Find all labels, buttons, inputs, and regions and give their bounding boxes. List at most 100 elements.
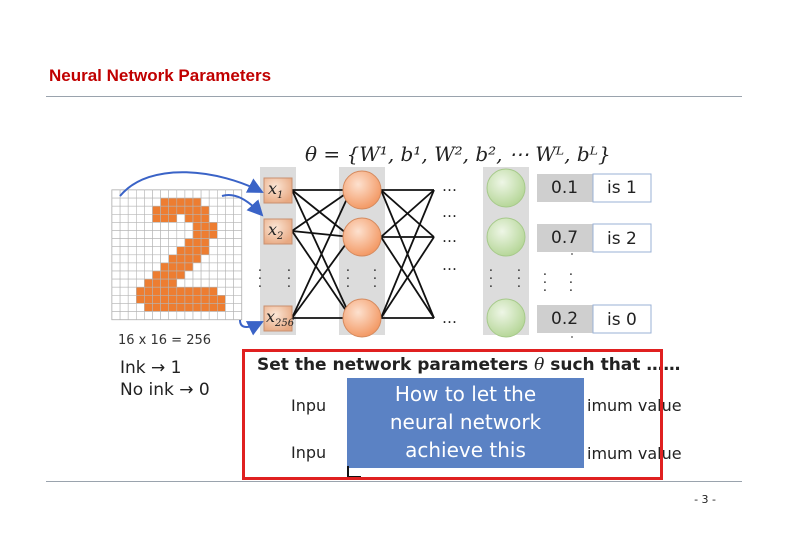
empty-pixel xyxy=(217,222,226,231)
ink-pixel xyxy=(176,254,186,264)
empty-pixel xyxy=(160,238,170,248)
output-neuron xyxy=(486,298,526,338)
no-ink-label: No ink → 0 xyxy=(120,380,210,400)
empty-pixel xyxy=(144,270,153,280)
empty-pixel xyxy=(217,262,226,272)
empty-pixel xyxy=(176,214,186,223)
empty-pixel xyxy=(127,189,137,199)
input-arrows xyxy=(119,171,264,336)
empty-pixel xyxy=(136,189,145,199)
ink-pixel xyxy=(192,294,202,304)
empty-pixel xyxy=(152,222,161,231)
digit-image xyxy=(111,189,243,321)
layer-ellipsis: … xyxy=(442,256,458,274)
ink-pixel xyxy=(200,294,210,304)
empty-pixel xyxy=(233,230,242,239)
ink-pixel xyxy=(168,197,178,207)
empty-pixel xyxy=(144,254,153,264)
empty-pixel xyxy=(200,254,210,264)
empty-pixel xyxy=(127,311,137,320)
vertical-ellipsis: ··· xyxy=(372,264,378,295)
empty-pixel xyxy=(111,262,121,272)
empty-pixel xyxy=(233,254,242,264)
empty-pixel xyxy=(119,286,129,296)
empty-pixel xyxy=(127,303,137,312)
input-label-256: x256 xyxy=(266,307,295,330)
hidden-neuron xyxy=(342,170,382,210)
empty-pixel xyxy=(136,262,145,272)
ink-pixel xyxy=(184,197,194,207)
empty-pixel xyxy=(208,246,218,256)
ink-pixel xyxy=(160,270,170,280)
empty-pixel xyxy=(225,230,234,239)
empty-pixel xyxy=(184,222,194,231)
empty-pixel xyxy=(217,270,226,280)
empty-pixel xyxy=(208,254,218,264)
empty-pixel xyxy=(225,222,234,231)
empty-pixel xyxy=(136,238,145,248)
ink-pixel xyxy=(208,286,218,296)
input-box-2 xyxy=(263,218,293,245)
empty-pixel xyxy=(152,189,161,199)
empty-pixel xyxy=(144,246,153,256)
empty-pixel xyxy=(127,286,137,296)
empty-pixel xyxy=(144,311,153,320)
vertical-ellipsis: ··· xyxy=(345,264,351,295)
ink-pixel xyxy=(184,303,194,312)
empty-pixel xyxy=(152,197,161,207)
empty-pixel xyxy=(144,197,153,207)
ink-pixel xyxy=(217,294,226,304)
ink-pixel xyxy=(168,262,178,272)
ink-pixel xyxy=(208,294,218,304)
output-label-3: is 0 xyxy=(607,310,637,330)
empty-pixel xyxy=(127,246,137,256)
empty-pixel xyxy=(111,278,121,288)
ink-pixel xyxy=(192,254,202,264)
empty-pixel xyxy=(168,230,178,239)
empty-pixel xyxy=(233,311,242,320)
objective-text: Set the network parameters θ such that …… xyxy=(257,355,681,375)
empty-pixel xyxy=(225,262,234,272)
empty-pixel xyxy=(144,205,153,215)
ink-pixel xyxy=(152,278,161,288)
empty-pixel xyxy=(144,222,153,231)
ink-pixel xyxy=(200,230,210,239)
ink-pixel xyxy=(200,222,210,231)
empty-pixel xyxy=(208,205,218,215)
theta-formula: θ = {W¹, b¹, W², b², ⋯ Wᴸ, bᴸ} xyxy=(305,142,611,166)
empty-pixel xyxy=(192,262,202,272)
ink-pixel xyxy=(160,303,170,312)
ink-pixel xyxy=(152,214,161,223)
empty-pixel xyxy=(225,246,234,256)
input-box-1 xyxy=(263,177,293,204)
hidden-neuron xyxy=(342,298,382,338)
vertical-ellipsis: ··· xyxy=(516,264,522,295)
empty-pixel xyxy=(152,246,161,256)
callout-box: How to let the neural network achieve th… xyxy=(347,378,584,468)
output-label-box xyxy=(592,304,652,334)
ink-pixel xyxy=(152,303,161,312)
ink-pixel xyxy=(160,262,170,272)
ink-pixel xyxy=(184,205,194,215)
empty-pixel xyxy=(136,197,145,207)
empty-pixel xyxy=(233,222,242,231)
empty-pixel xyxy=(119,222,129,231)
vertical-ellipsis: ··· xyxy=(257,264,263,295)
empty-pixel xyxy=(217,311,226,320)
empty-pixel xyxy=(233,303,242,312)
ink-pixel xyxy=(208,303,218,312)
empty-pixel xyxy=(217,254,226,264)
ink-pixel xyxy=(184,246,194,256)
empty-pixel xyxy=(136,311,145,320)
empty-pixel xyxy=(192,311,202,320)
ink-pixel xyxy=(176,197,186,207)
empty-pixel xyxy=(119,270,129,280)
ink-pixel xyxy=(144,286,153,296)
ink-pixel xyxy=(160,205,170,215)
image-size-caption: 16 x 16 = 256 xyxy=(118,333,212,348)
empty-pixel xyxy=(192,189,202,199)
ink-pixel xyxy=(184,254,194,264)
ink-pixel xyxy=(144,294,153,304)
empty-pixel xyxy=(168,246,178,256)
